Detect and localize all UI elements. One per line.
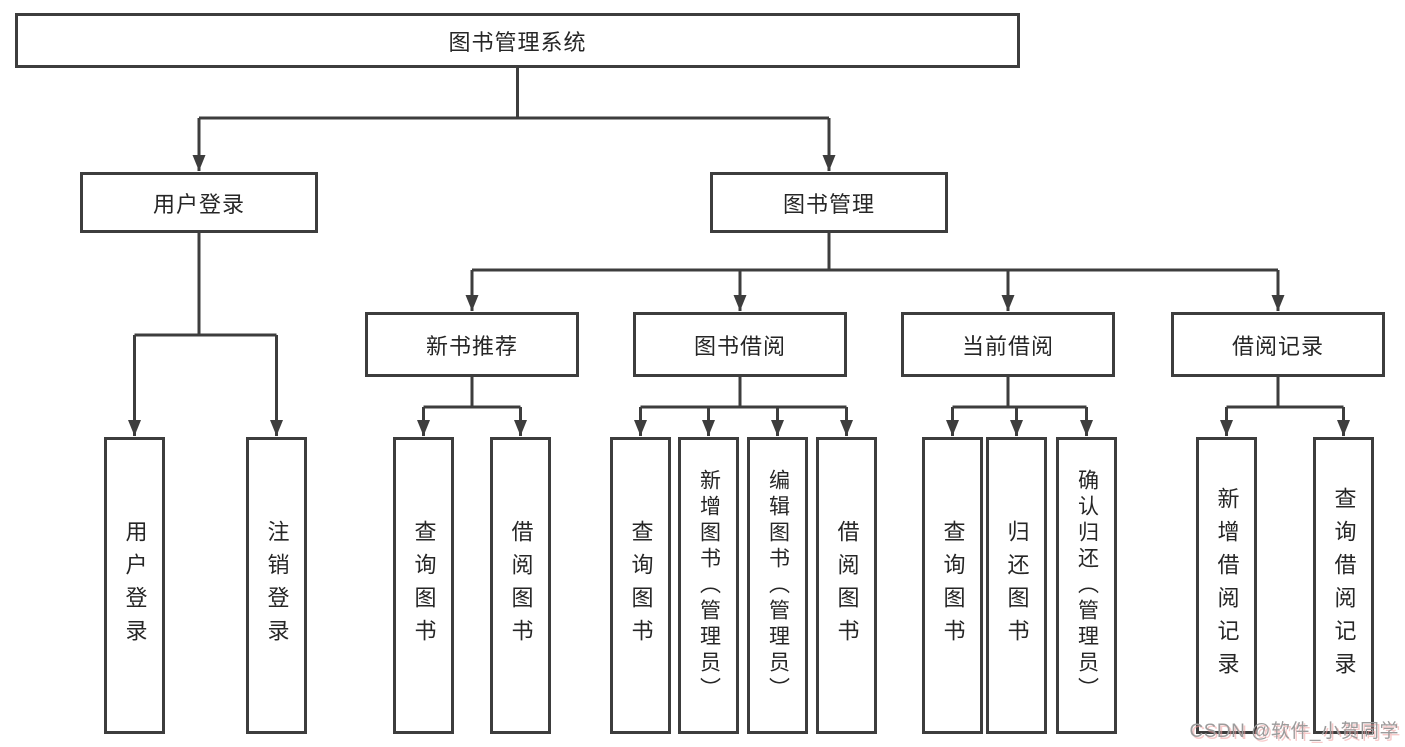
csdn-watermark: CSDN @软件_小贺同学 [1189,721,1399,742]
node-library-management-system: 图书管理系统 [15,13,1020,68]
node-current-borrowing: 当前借阅 [901,312,1115,377]
node-leaf-query-books-recommend: 查询图书 [393,437,454,734]
node-user-login: 用户登录 [80,172,318,233]
node-leaf-user-login: 用户登录 [104,437,165,734]
node-leaf-add-books-admin: 新增图书（管理员） [678,437,739,734]
leaf-label: 查询图书 [940,519,966,652]
node-leaf-query-books-current: 查询图书 [922,437,983,734]
node-borrowing-records: 借阅记录 [1171,312,1385,377]
leaf-label: 借阅图书 [834,519,860,652]
leaf-label: 编辑图书（管理员） [766,468,790,703]
leaf-label: 查询借阅记录 [1331,486,1357,685]
leaf-label: 确认归还（管理员） [1075,468,1099,703]
leaf-label: 查询图书 [628,519,654,652]
node-new-book-recommendation: 新书推荐 [365,312,579,377]
node-leaf-confirm-return-admin: 确认归还（管理员） [1056,437,1117,734]
node-leaf-query-books-borrowing: 查询图书 [610,437,671,734]
leaf-label: 新增借阅记录 [1214,486,1240,685]
node-leaf-add-borrow-record: 新增借阅记录 [1196,437,1257,734]
node-leaf-query-borrow-record: 查询借阅记录 [1313,437,1374,734]
leaf-label: 注销登录 [264,519,290,652]
node-book-management: 图书管理 [710,172,948,233]
leaf-label: 新增图书（管理员） [697,468,721,703]
node-leaf-borrow-books: 借阅图书 [816,437,877,734]
node-book-borrowing: 图书借阅 [633,312,847,377]
leaf-label: 用户登录 [122,519,148,652]
leaf-label: 借阅图书 [508,519,534,652]
node-leaf-edit-books-admin: 编辑图书（管理员） [747,437,808,734]
leaf-label: 归还图书 [1004,519,1030,652]
node-leaf-return-books: 归还图书 [986,437,1047,734]
node-leaf-logout: 注销登录 [246,437,307,734]
leaf-label: 查询图书 [411,519,437,652]
node-leaf-borrow-books-recommend: 借阅图书 [490,437,551,734]
